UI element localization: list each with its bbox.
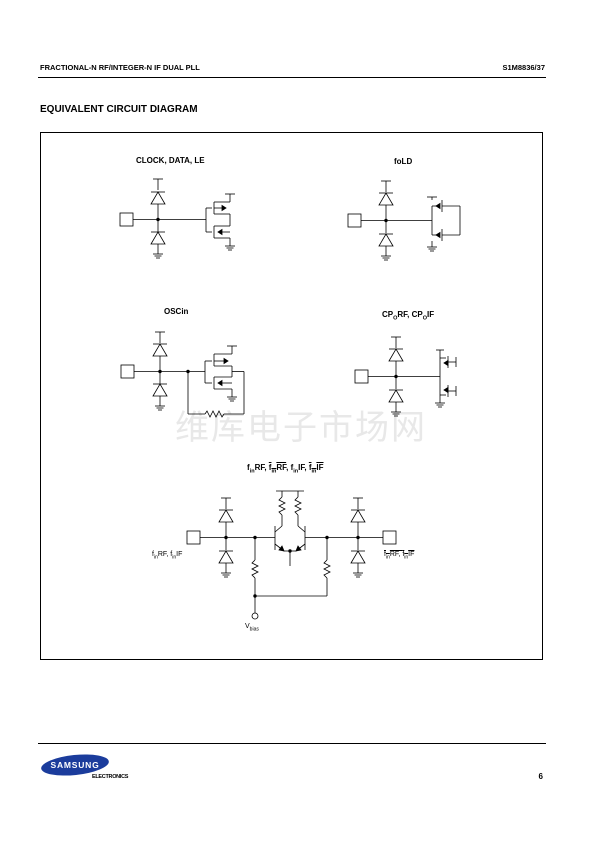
header-part-number: S1M8836/37 bbox=[502, 63, 545, 72]
label-fin-left: finRF, finIF bbox=[152, 551, 182, 560]
section-title: EQUIVALENT CIRCUIT DIAGRAM bbox=[40, 104, 198, 115]
label-cp-a-sub: O bbox=[393, 315, 398, 322]
fin-s1: in bbox=[249, 468, 255, 475]
fin-s2: in bbox=[271, 468, 277, 475]
page-number: 6 bbox=[538, 772, 543, 781]
fin-t4: IF bbox=[316, 463, 324, 472]
label-fin-title: finRF, finRF, finIF, finIF bbox=[247, 463, 324, 475]
fin-f3: f bbox=[290, 463, 294, 472]
footer-rule bbox=[38, 743, 546, 744]
fin-right-f2: f bbox=[402, 551, 405, 558]
watermark: 维库电子市场网 bbox=[175, 408, 427, 448]
circuit-fold bbox=[347, 180, 461, 261]
circuit-cp bbox=[354, 336, 457, 417]
label-fold: foLD bbox=[394, 157, 413, 166]
samsung-logo: SAMSUNG bbox=[41, 754, 109, 776]
label-oscin: OSCin bbox=[164, 307, 189, 316]
fin-t1: RF, bbox=[254, 463, 269, 472]
fin-right-s1: in bbox=[385, 554, 390, 561]
fin-right-t1: RF, bbox=[389, 551, 403, 558]
brand-text: SAMSUNG bbox=[50, 760, 99, 770]
fin-right-t2: IF bbox=[408, 551, 415, 558]
diagram-frame bbox=[40, 132, 543, 660]
fin-t2: RF bbox=[276, 463, 287, 472]
circuit-oscin bbox=[120, 331, 245, 418]
label-cp: CPORF, CPOIF bbox=[382, 310, 434, 322]
header-title: FRACTIONAL-N RF/INTEGER-N IF DUAL PLL bbox=[40, 63, 200, 72]
label-cp-b-sub: O bbox=[422, 315, 428, 322]
fin-left-f1: f bbox=[152, 551, 154, 558]
label-cp-a: CP bbox=[382, 310, 394, 319]
fin-sep2: , bbox=[286, 463, 291, 472]
fin-f4: f bbox=[308, 463, 312, 472]
fin-overline-if: finIF bbox=[308, 463, 324, 475]
fin-right-ov1: finRF, bbox=[384, 551, 403, 561]
vbias-v: V bbox=[245, 623, 250, 630]
fin-overline-rf: finRF bbox=[268, 463, 287, 475]
vbias-sub: bias bbox=[249, 626, 259, 633]
label-cp-a-rest: RF, CP bbox=[397, 310, 423, 319]
label-vbias: Vbias bbox=[245, 623, 259, 632]
fin-s4: in bbox=[311, 468, 317, 475]
fin-right-ov2: finIF bbox=[402, 551, 415, 561]
label-clock-data-le: CLOCK, DATA, LE bbox=[136, 156, 205, 165]
fin-left-s1: in bbox=[153, 554, 158, 561]
fin-f1: f bbox=[247, 463, 250, 472]
fin-left-t1: RF, f bbox=[157, 551, 173, 558]
label-cp-b-rest: IF bbox=[427, 310, 435, 319]
fin-s3: in bbox=[293, 468, 299, 475]
circuit-fin bbox=[186, 490, 397, 620]
fin-f2: f bbox=[268, 463, 272, 472]
header-rule bbox=[38, 77, 546, 78]
fin-right-s2: in bbox=[404, 554, 409, 561]
brand-subtitle: ELECTRONICS bbox=[92, 774, 129, 780]
fin-left-s2: in bbox=[172, 554, 177, 561]
circuit-clock-data-le bbox=[119, 178, 236, 259]
fin-left-t2: IF bbox=[176, 551, 183, 558]
fin-t3: IF, bbox=[298, 463, 309, 472]
fin-right-f1: f bbox=[384, 551, 386, 558]
label-fin-right: finRF, finIF bbox=[384, 551, 414, 560]
